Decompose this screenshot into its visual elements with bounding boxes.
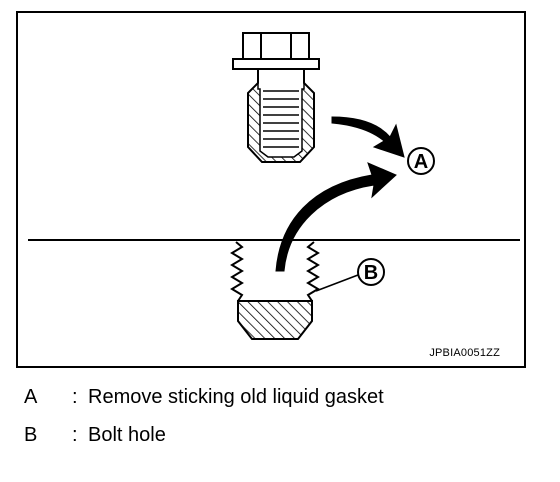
bolt-hole bbox=[230, 241, 320, 340]
legend-key: A bbox=[24, 386, 38, 408]
bolt-illustration bbox=[232, 32, 320, 163]
figure-code: JPBIA0051ZZ bbox=[429, 347, 500, 359]
callout-a-letter: A bbox=[414, 151, 428, 173]
legend-key: B bbox=[24, 424, 38, 446]
callout-a: A bbox=[407, 147, 435, 175]
arrow-bolt-to-a bbox=[331, 116, 405, 158]
callout-b-leader bbox=[315, 274, 359, 292]
hole-thread-left bbox=[230, 241, 244, 302]
bolt-hole-diagram: A B bbox=[28, 32, 520, 340]
legend-row-b: B : Bolt hole bbox=[24, 424, 544, 462]
callout-b: B bbox=[315, 258, 385, 292]
diagram-frame: A B JPBIA0051ZZ bbox=[16, 11, 526, 368]
bolt-threads bbox=[263, 90, 299, 148]
legend-separator: : bbox=[72, 386, 78, 408]
legend-row-a: A : Remove sticking old liquid gasket bbox=[24, 386, 544, 424]
bolt-head bbox=[242, 32, 310, 60]
bolt-old-gasket bbox=[247, 81, 315, 163]
legend-separator: : bbox=[72, 424, 78, 446]
legend-text: Remove sticking old liquid gasket bbox=[88, 386, 384, 408]
arrow-hole-to-a bbox=[275, 162, 397, 272]
bolt-flange bbox=[232, 58, 320, 70]
hole-thread-right bbox=[306, 241, 320, 302]
legend-text: Bolt hole bbox=[88, 424, 166, 446]
hole-bottom-old-gasket bbox=[237, 300, 313, 340]
legend: A : Remove sticking old liquid gasket B … bbox=[24, 386, 544, 462]
callout-b-letter: B bbox=[364, 262, 378, 284]
